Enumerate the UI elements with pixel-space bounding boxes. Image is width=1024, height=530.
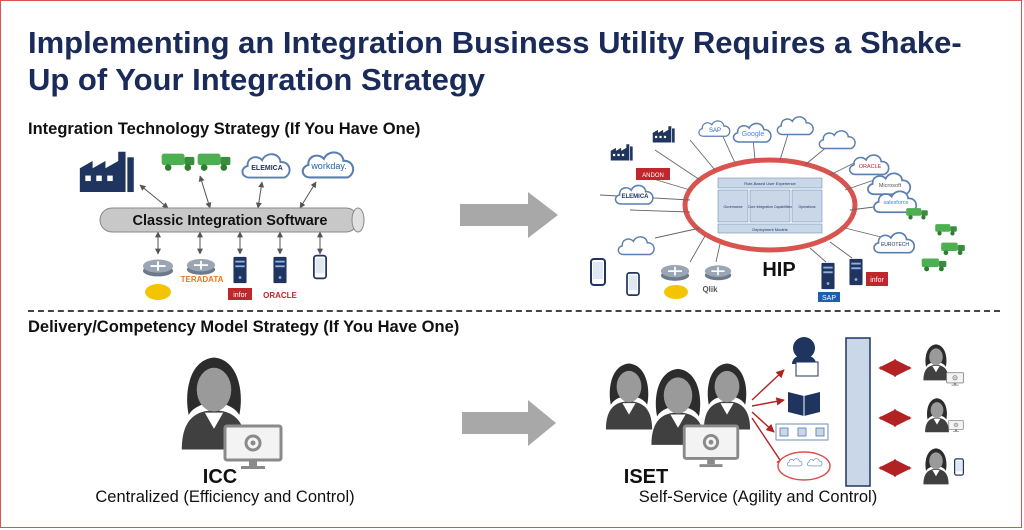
workflow-icon	[775, 423, 829, 441]
hip-cloud-label-salesforce: salesforce	[883, 200, 908, 206]
book-icon	[788, 392, 820, 416]
hip-box-deployment: Deployment Models	[752, 227, 787, 232]
hip-box-operations: Operations	[798, 205, 815, 209]
cloud-label-elemica: ELEMICA	[251, 165, 283, 172]
icc-description: Centralized (Efficiency and Control)	[95, 488, 355, 506]
hip-label: HIP	[762, 259, 795, 281]
hip-cloud-label-oracle: ORACLE	[859, 164, 882, 170]
slide-title: Implementing an Integration Business Uti…	[28, 25, 962, 97]
hip-andon-label: ANDON	[642, 173, 664, 179]
iset-red-arrows	[751, 369, 785, 467]
infor-logo: infor	[228, 288, 252, 300]
oracle-label: ORACLE	[263, 291, 297, 300]
hip-endpoint-icons: ANDON Qlik SAP infor	[590, 126, 965, 302]
infor-label: infor	[233, 292, 247, 299]
teradata-label: TERADATA	[181, 275, 224, 284]
iset-platform-bar	[845, 337, 871, 487]
hip-qlik-label: Qlik	[702, 285, 718, 294]
person-icon-business-users	[923, 344, 964, 485]
left-connectors	[139, 175, 323, 255]
server-icon	[233, 256, 247, 284]
teradata-logo: TERADATA	[181, 258, 224, 284]
hip-cloud-label-elemica: ELEMICA	[622, 194, 650, 200]
hip-infor-label: infor	[870, 277, 884, 284]
monitor-icon-iset	[682, 424, 740, 468]
hip-cloud-label-sap: SAP	[709, 128, 721, 134]
truck-icon	[161, 153, 231, 171]
section-heading-technology: Integration Technology Strategy (If You …	[28, 120, 421, 138]
transition-arrow-bottom	[462, 400, 556, 446]
section-divider	[28, 310, 1000, 312]
cloud-icon-elemica: ELEMICA	[241, 153, 291, 179]
icc-label: ICC	[202, 466, 238, 488]
classic-integration-bar: Classic Integration Software	[99, 207, 365, 233]
cloud-icon-workday: workday.	[301, 151, 355, 179]
section-heading-delivery: Delivery/Competency Model Strategy (If Y…	[28, 318, 460, 336]
iset-bidirectional-arrows	[878, 359, 912, 477]
hip-cloud-icons: ELEMICA SAP Google ORACLE Microsoft sale…	[614, 116, 918, 256]
hadoop-icon	[145, 284, 171, 300]
hip-sap-label: SAP	[822, 295, 836, 302]
hip-platform: Role-Based User Experience Governance Co…	[682, 157, 858, 253]
hip-cloud-label-google: Google	[742, 131, 765, 138]
transition-arrow-top	[460, 192, 558, 238]
hip-cloud-label-microsoft: Microsoft	[879, 183, 902, 189]
phone-icon	[313, 254, 327, 280]
oracle-logo: ORACLE	[263, 291, 297, 300]
hip-box-core: Core Integration Capabilities	[748, 205, 792, 209]
iset-label: ISET	[623, 466, 669, 488]
cloud-integration-icon	[777, 451, 831, 481]
hip-cloud-label-eurotech: EUROTECH	[881, 242, 909, 248]
monitor-icon-icc	[223, 424, 283, 470]
server-icon	[273, 256, 287, 284]
hip-box-ux: Role-Based User Experience	[744, 181, 796, 186]
headset-icon	[792, 337, 819, 377]
router-icon	[142, 258, 174, 278]
hip-box-governance: Governance	[723, 205, 742, 209]
cloud-label-workday: workday.	[310, 161, 346, 171]
classic-integration-label: Classic Integration Software	[133, 213, 328, 229]
iset-description: Self-Service (Agility and Control)	[638, 488, 878, 506]
factory-icon	[79, 151, 134, 193]
